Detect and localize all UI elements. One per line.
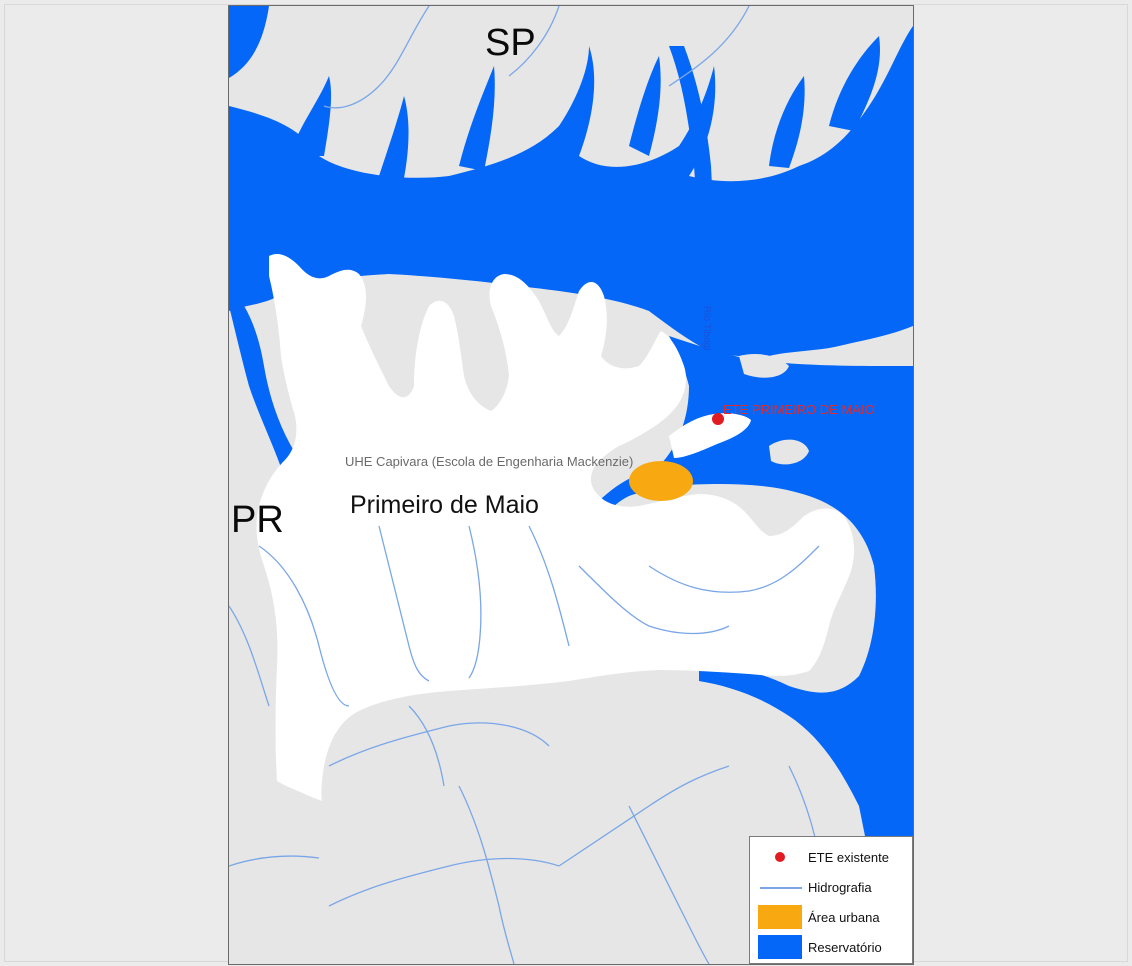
urban-area bbox=[629, 461, 693, 501]
legend-label: Área urbana bbox=[808, 910, 880, 925]
legend-item-reservatorio: Reservatório bbox=[750, 935, 912, 959]
legend-item-ete: ETE existente bbox=[750, 845, 912, 869]
island-east-2 bbox=[769, 439, 809, 465]
legend-item-hidrografia: Hidrografia bbox=[750, 875, 912, 899]
legend-label: Hidrografia bbox=[808, 880, 872, 895]
map-frame[interactable]: SP PR Primeiro de Maio UHE Capivara (Esc… bbox=[228, 5, 914, 965]
blue-fill-icon bbox=[758, 935, 802, 959]
map-canvas[interactable] bbox=[229, 6, 913, 964]
reservoir-east-arm bbox=[599, 336, 913, 964]
legend: ETE existente Hidrografia Área urbana Re… bbox=[749, 836, 913, 964]
legend-item-area-urbana: Área urbana bbox=[750, 905, 912, 929]
label-river: Rio Tibagi bbox=[701, 306, 712, 351]
legend-label: Reservatório bbox=[808, 940, 882, 955]
reservoir-north-channel bbox=[669, 46, 719, 286]
island-east-1 bbox=[739, 354, 789, 378]
line-icon bbox=[758, 875, 802, 899]
label-state-pr: PR bbox=[231, 499, 284, 541]
legend-label: ETE existente bbox=[808, 850, 889, 865]
reservoir-main bbox=[229, 6, 913, 357]
label-state-sp: SP bbox=[485, 22, 536, 64]
municipality-primeiro-de-maio bbox=[256, 254, 855, 802]
label-city: Primeiro de Maio bbox=[350, 491, 539, 519]
rivers bbox=[229, 6, 825, 964]
ete-point[interactable] bbox=[712, 413, 724, 425]
label-uhe: UHE Capivara (Escola de Engenharia Macke… bbox=[345, 454, 634, 469]
label-ete: ETE PRIMEIRO DE MAIO bbox=[723, 402, 875, 417]
orange-fill-icon bbox=[758, 905, 802, 929]
reservoir-west-bank bbox=[229, 286, 300, 476]
red-dot-icon bbox=[758, 845, 802, 869]
ete-peninsula bbox=[669, 413, 751, 458]
